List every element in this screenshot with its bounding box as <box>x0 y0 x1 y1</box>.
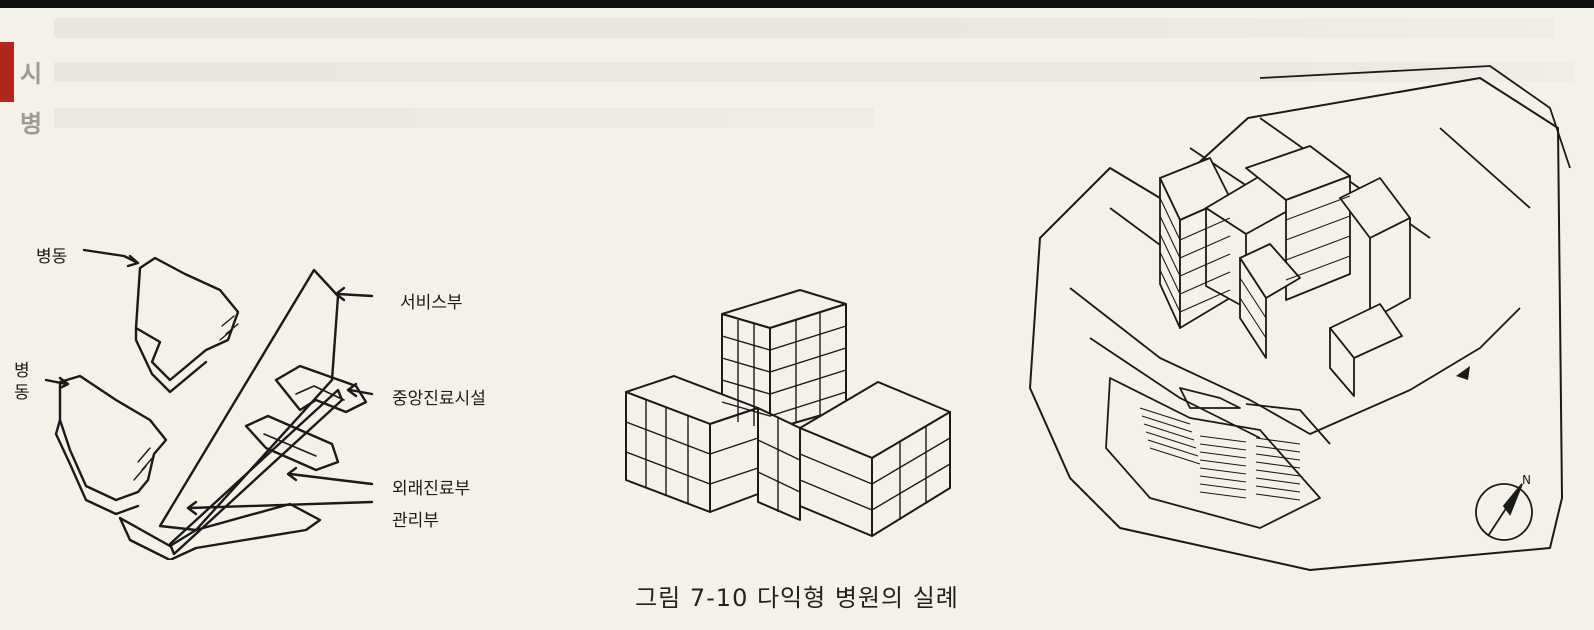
building-block-d-side <box>1369 217 1411 321</box>
front-plaza <box>1179 387 1331 445</box>
core-front <box>757 407 801 521</box>
label-ward-bottom-line1: 병 <box>14 361 30 381</box>
arrow-service-head <box>334 286 346 302</box>
arrow-admin-head <box>186 500 198 516</box>
outpatient-loop <box>244 414 340 472</box>
arrow-ward-bottom <box>44 378 68 386</box>
label-ward-top: 병동 <box>36 247 68 267</box>
entrance-marker-icon <box>1456 366 1470 380</box>
label-ward-bottom: 병 동 <box>14 360 34 404</box>
svg-text:N: N <box>1522 473 1531 487</box>
site-plan-perspective: N <box>1029 65 1571 571</box>
north-arrow-compass-icon: N <box>1475 473 1533 541</box>
label-central-medical: 중앙진료시설 <box>392 389 486 409</box>
arrow-central-head <box>346 382 358 398</box>
arrow-ward-top-head <box>126 254 140 268</box>
label-administration: 관리부 <box>392 511 439 531</box>
parking-lot-outline <box>1105 377 1321 529</box>
left-wing-bay-lines <box>645 400 689 504</box>
lower-ward-wing <box>58 374 168 502</box>
lower-base-outline <box>118 502 322 560</box>
core-lines <box>757 418 801 512</box>
arrow-ward-top <box>82 248 138 264</box>
site-road-curve <box>1069 287 1521 435</box>
right-wing-floor-lines <box>799 437 951 511</box>
page-edge-tab <box>0 42 14 102</box>
isometric-massing-model <box>625 289 951 537</box>
figure-caption: 그림 7-10 다익형 병원의 실례 <box>635 584 959 612</box>
building-block-e-front <box>1329 327 1355 397</box>
outpatient-loop-inner <box>263 433 317 457</box>
right-wing-bay-lines <box>899 426 927 520</box>
site-road-curve-2 <box>1089 337 1261 439</box>
arrow-service <box>336 292 374 298</box>
left-wing-side <box>709 407 759 513</box>
spine-block <box>158 268 340 532</box>
tower-floor-lines <box>721 325 847 417</box>
central-treatment-loop-inner <box>295 385 345 401</box>
north-road <box>1259 65 1571 169</box>
upper-ward-ribbed-edge <box>219 315 239 341</box>
arrow-central <box>348 388 374 396</box>
arrow-outpatient <box>288 472 374 486</box>
arrow-ward-bottom-head <box>58 376 70 390</box>
faded-body-text: 시 병 <box>14 0 1594 170</box>
block-c-floor-lines <box>1239 277 1267 339</box>
parking-stalls <box>1139 407 1301 501</box>
multi-wing-plan-diagram <box>44 248 374 560</box>
label-ward-bottom-line2: 동 <box>14 383 30 403</box>
left-wing-floor-lines <box>625 421 759 485</box>
label-service: 서비스부 <box>400 293 463 313</box>
block-b-floor-lines <box>1285 195 1351 281</box>
label-outpatient: 외래진료부 <box>392 479 471 499</box>
central-treatment-loop <box>274 364 368 414</box>
arrow-outpatient-head <box>286 466 298 482</box>
tower-bay-lines <box>737 312 821 426</box>
tower-floor-lines <box>1159 197 1231 313</box>
lower-ward-ribbed-edge <box>133 447 155 481</box>
faded-glyph: 시 <box>20 59 43 88</box>
arrow-admin <box>188 500 374 510</box>
upper-ward-wing-shadow <box>134 326 208 394</box>
top-edge-bar <box>0 0 1594 8</box>
upper-ward-wing <box>134 256 240 382</box>
faded-glyph: 병 <box>20 109 43 138</box>
lower-ward-wing-shadow <box>54 418 140 516</box>
